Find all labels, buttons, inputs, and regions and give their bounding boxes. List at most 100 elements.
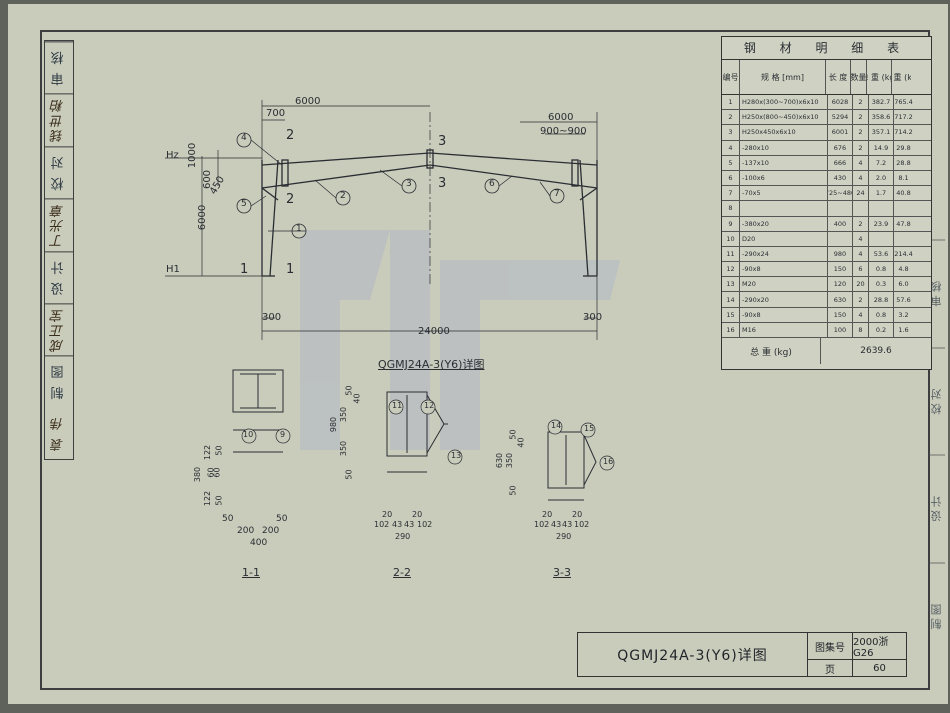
header-spec: 规 格 [mm] [740,60,826,94]
row-total-weight [894,232,913,246]
row-qty: 20 [853,277,869,292]
detail-2-2-dim-350b: 350 [339,440,349,457]
row-qty: 2 [853,216,869,231]
steel-schedule-table: 钢 材 明 细 表 编号 规 格 [mm] 长 度 数量 单 重 (kg) 共 … [721,36,932,370]
section-3-3-drawing [547,431,597,501]
row-length: 6028 [828,95,853,110]
detail-2-2-dim-20b: 20 [412,510,423,519]
row-unit-weight: 358.6 [869,110,894,125]
atlas-label: 图集号 [808,633,853,659]
detail-3-3-dim-630: 630 [495,452,505,469]
section-mark-2: 2 [286,128,295,143]
row-total-weight: 8.1 [898,174,909,183]
row-qty: 24 [853,186,869,201]
detail-3-3-dim-43b: 43 [562,520,573,529]
detail-1-1-dim-60b: 60 [212,467,222,478]
row-spec: H250x(800~450)x6x10 [740,110,828,125]
detail-2-2-dim-43b: 43 [404,520,415,529]
detail-1-1-caption: 1-1 [242,566,260,579]
callout-11-label: 11 [392,401,403,410]
row-unit-weight [869,231,894,246]
row-no: 3 [722,125,740,140]
header-length: 长 度 [826,60,851,94]
row-length: 676 [828,140,853,155]
title-block-meta: 图集号 2000浙G26 页 60 [808,633,906,676]
dim-300-left: 300 [262,312,282,323]
row-total-weight: 47.8 [896,219,911,228]
page-row: 页 60 [808,660,906,676]
row-total-weight: 28.8 [896,158,911,167]
row-no: 4 [722,140,740,155]
detail-1-1-dim-380: 380 [193,466,203,483]
dim-6000-left: 6000 [295,96,321,107]
row-qty: 4 [853,170,869,186]
detail-callouts [241,399,615,471]
row-no: 2 [722,110,740,125]
detail-1-1-dim-50b: 50 [276,514,288,524]
table-title: 钢 材 明 细 表 [722,37,931,60]
signature-sidebar: 审 核 钱世粕 校 对 丁光章 设 计 成正宝 制 图 袁 伟 [44,40,74,460]
row-no: 16 [722,322,740,337]
row-no: 8 [722,201,740,216]
row-qty [853,201,869,216]
row-spec: H280x(300~700)x6x10 [740,95,828,110]
row-length: 5294 [828,110,853,125]
row-length [828,201,853,216]
row-qty: 2 [853,292,869,307]
dim-6000-right: 6000 [548,112,574,123]
section-mark-2b: 2 [286,192,295,207]
detail-1-1-dim-122a: 122 [203,444,213,461]
row-total-weight: 1.6 [898,325,909,334]
row-total-weight: 765.4 [894,98,913,107]
row-qty: 4 [853,155,869,170]
row-unit-weight: 357.1 [869,125,894,140]
total-value: 2639.6 [860,346,892,356]
row-length: 6001 [828,125,853,140]
elev-h1: H1 [166,264,180,275]
row-no: 6 [722,170,740,186]
callout-1-label: 1 [296,224,302,234]
detail-2-2-dim-350a: 350 [339,406,349,423]
row-unit-weight: 2.0 [869,170,894,186]
row-total-weight: 40.8 [896,189,911,198]
section-mark-3b: 3 [438,176,447,191]
callout-12-label: 12 [424,401,435,410]
row-length: 725~480 [828,186,853,201]
row-spec: -90x8 [740,262,828,277]
row-unit-weight: 382.7 [869,95,894,110]
row-unit-weight: 53.6 [869,246,894,262]
row-no: 7 [722,186,740,201]
callout-16-label: 16 [603,457,614,466]
total-label: 总 重 (kg) [722,338,821,364]
callout-6-label: 6 [489,179,495,189]
detail-1-1-dim-50d: 50 [214,495,224,506]
dim-900: 900~900 [540,126,587,137]
row-qty: 4 [853,307,869,322]
row-total-weight: 57.6 [896,295,911,304]
dim-1000: 1000 [187,142,199,169]
row-unit-weight: 0.3 [869,277,894,292]
row-spec: -290x24 [740,246,828,262]
atlas-row: 图集号 2000浙G26 [808,633,906,660]
row-unit-weight: 28.8 [869,292,894,307]
detail-2-2-dim-20a: 20 [382,510,393,519]
row-length: 100 [828,322,853,337]
row-no: 1 [722,95,740,110]
row-unit-weight: 7.2 [869,155,894,170]
detail-3-3-dim-102a: 102 [534,520,550,529]
row-qty: 8 [853,322,869,337]
row-spec: -380x20 [740,216,828,231]
header-unit-weight: 单 重 (kg) [867,60,892,94]
table-header-row: 编号 规 格 [mm] 长 度 数量 单 重 (kg) 共 重 (kg) [722,60,931,95]
row-spec: M16 [740,322,828,337]
row-length: 150 [828,262,853,277]
detail-1-1-dim-50c: 50 [214,445,224,456]
detail-2-2-dim-102a: 102 [374,520,390,529]
